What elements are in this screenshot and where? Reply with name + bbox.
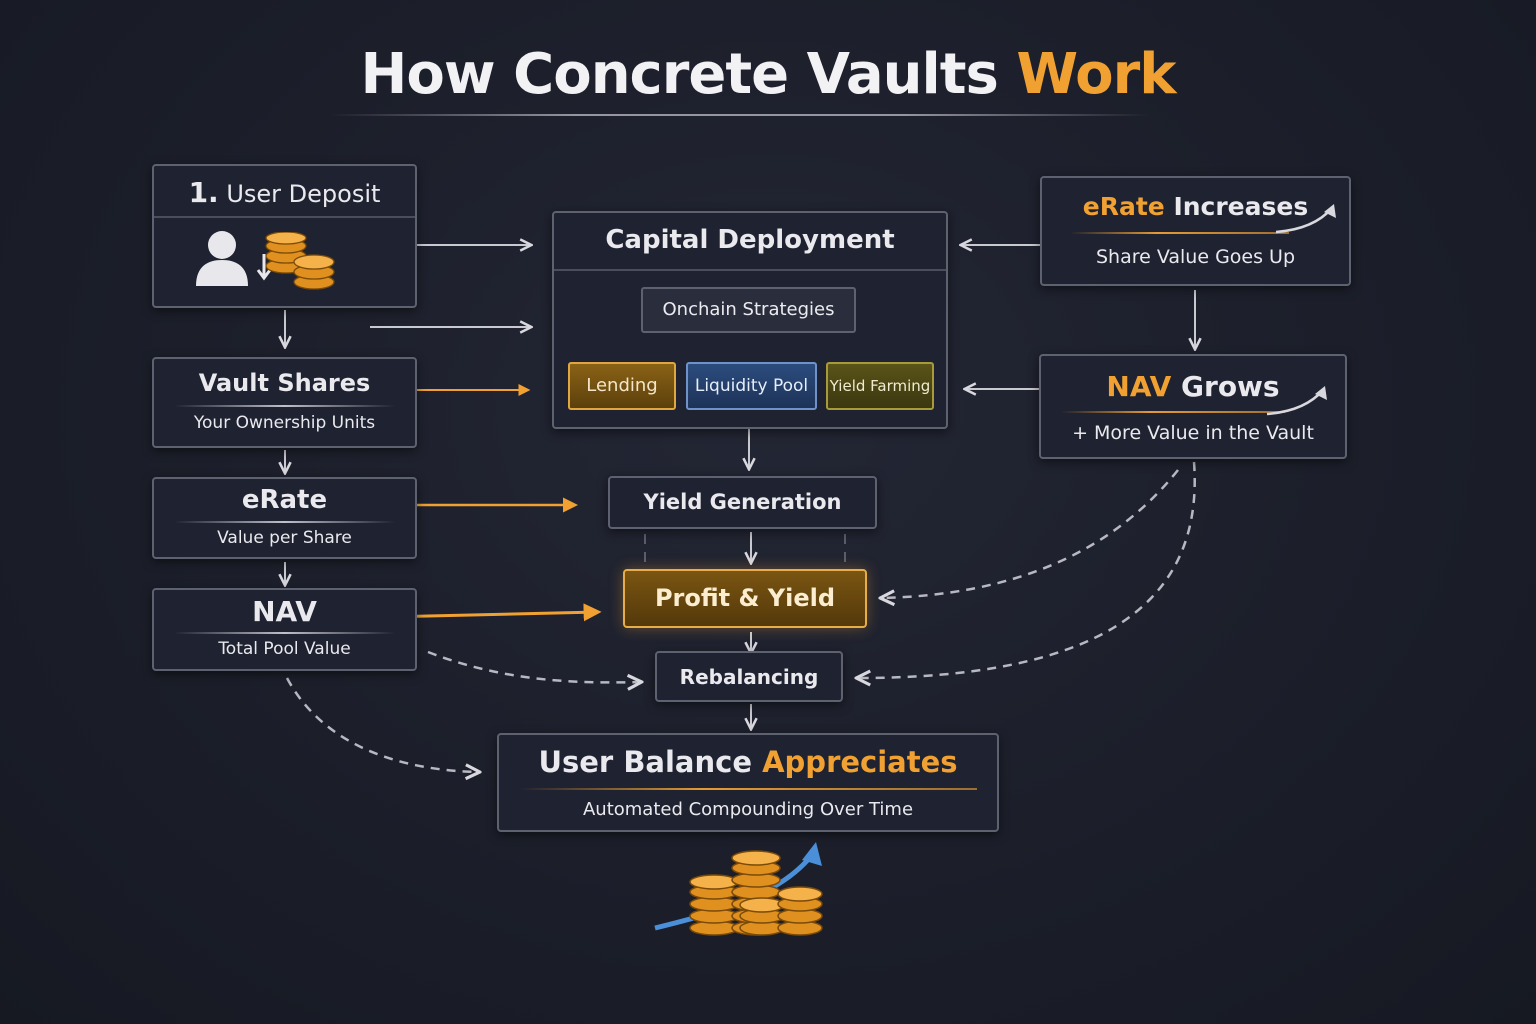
erate-increases-main: Increases xyxy=(1164,192,1309,221)
nav-title: NAV xyxy=(252,595,317,628)
nav-grows-subtitle: + More Value in the Vault xyxy=(1072,422,1314,444)
nav-grows-title: NAV Grows xyxy=(1041,370,1345,403)
nav-subtitle: Total Pool Value xyxy=(218,639,351,659)
profit-yield-box: Profit & Yield xyxy=(623,569,867,628)
nav-grows-main: Grows xyxy=(1171,370,1280,403)
strategy-liquidity-pool: Liquidity Pool xyxy=(686,362,817,410)
user-balance-title: User Balance Appreciates xyxy=(499,745,997,779)
erate-increases-title: eRate Increases xyxy=(1042,192,1349,221)
rebalancing-box: Rebalancing xyxy=(655,651,843,702)
yield-generation-label: Yield Generation xyxy=(643,490,842,514)
erate-subtitle: Value per Share xyxy=(217,528,352,548)
vault-shares-title: Vault Shares xyxy=(198,369,371,397)
erate-increases-box: eRate Increases Share Value Goes Up xyxy=(1040,176,1351,286)
step-number: 1. xyxy=(188,176,219,209)
trend-up-arrow-icon xyxy=(1266,386,1327,416)
user-balance-title-accent: Appreciates xyxy=(762,745,958,779)
erate-increases-accent: eRate xyxy=(1082,192,1165,221)
rebalancing-label: Rebalancing xyxy=(679,665,819,689)
user-icon xyxy=(196,231,248,286)
arrow-nav-grows-to-rebalancing xyxy=(858,461,1196,678)
arrow-nav-to-rebalancing xyxy=(427,650,640,682)
trend-up-arrow-icon xyxy=(1275,204,1336,234)
profit-yield-label: Profit & Yield xyxy=(654,584,836,612)
vault-shares-subtitle: Your Ownership Units xyxy=(193,413,376,433)
nav-grows-box: NAV Grows + More Value in the Vault xyxy=(1039,354,1347,459)
arrow-nav-to-profit xyxy=(384,603,602,622)
erate-box: eRate Value per Share xyxy=(152,477,417,559)
title-main: How Concrete Vaults xyxy=(360,42,1017,107)
page-title: How Concrete Vaults Work xyxy=(0,42,1536,107)
user-balance-title-main: User Balance xyxy=(538,745,763,779)
arrow-nav-to-balance xyxy=(285,677,478,772)
title-accent: Work xyxy=(1016,42,1176,107)
onchain-strategies-chip: Onchain Strategies xyxy=(641,287,856,333)
user-deposit-box: 1. User Deposit xyxy=(152,164,417,308)
growth-coins-icon xyxy=(654,842,823,936)
user-balance-subtitle: Automated Compounding Over Time xyxy=(582,799,914,820)
user-deposit-label: User Deposit xyxy=(226,180,381,208)
yield-generation-box: Yield Generation xyxy=(608,476,877,529)
erate-increases-subtitle: Share Value Goes Up xyxy=(1095,246,1296,268)
vault-shares-box: Vault Shares Your Ownership Units xyxy=(152,357,417,448)
user-balance-box: User Balance Appreciates Automated Compo… xyxy=(497,733,999,832)
arrow-nav-grows-to-profit xyxy=(882,469,1179,598)
capital-deployment-title: Capital Deployment xyxy=(605,225,895,255)
erate-title: eRate xyxy=(241,485,328,515)
coins-icon xyxy=(256,232,335,290)
strategy-lending: Lending xyxy=(568,362,676,410)
title-underline xyxy=(330,114,1150,116)
nav-box: NAV Total Pool Value xyxy=(152,588,417,671)
nav-grows-accent: NAV xyxy=(1106,370,1172,403)
strategy-yield-farming: Yield Farming xyxy=(826,362,934,410)
